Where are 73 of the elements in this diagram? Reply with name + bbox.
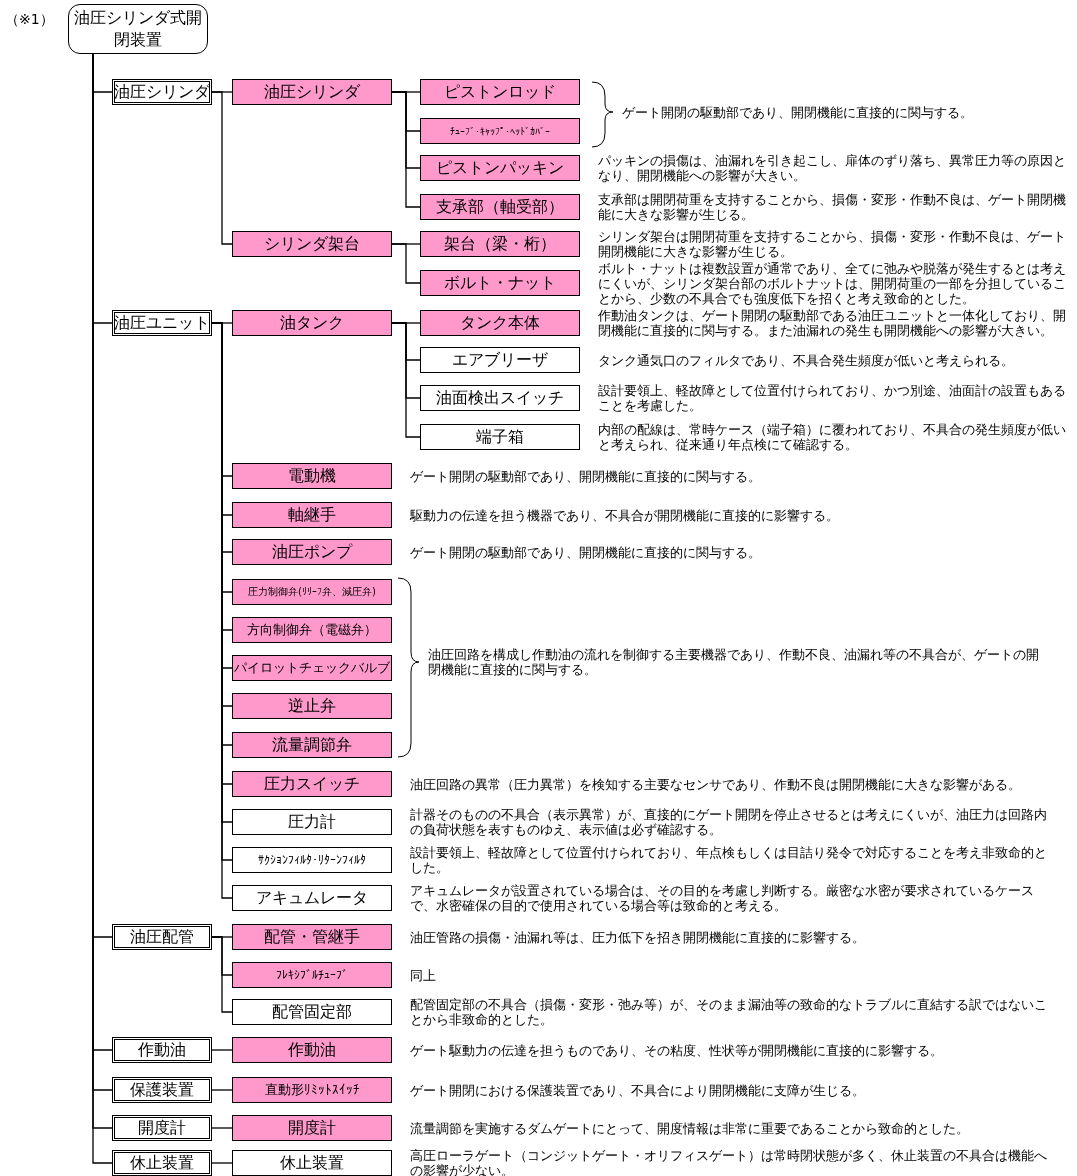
description-text: 油圧回路の異常（圧力異常）を検知する主要なセンサであり、作動不良は開閉機能に大きな影響がある。 [410, 776, 1022, 792]
category-box: 保護装置 [112, 1077, 212, 1103]
description-text: タンク通気口のフィルタであり、不具合発生頻度が低いと考えられる。 [598, 352, 1015, 368]
component-box: 圧力制御弁(ﾘﾘｰﾌ弁、減圧弁) [232, 579, 392, 605]
description-text: 内部の配線は、常時ケース（端子箱）に覆われており、不具合の発生頻度が低いと考えられ、従来通り年点検にて確認する。 [598, 422, 1067, 452]
description-text: 同上 [410, 967, 437, 983]
component-box: エアブリーザ [420, 347, 580, 373]
description-text: ゲート開閉の駆動部であり、開閉機能に直接的に関与する。 [410, 468, 762, 484]
connector-line [211, 936, 233, 1013]
description-text: ゲート開閉の駆動部であり、開閉機能に直接的に関与する。 [622, 104, 974, 120]
component-box: ﾁｭｰﾌﾞ･ｷｬｯﾌﾟ･ﾍｯﾄﾞｶﾊﾞｰ [420, 118, 580, 144]
category-box: 作動油 [112, 1037, 212, 1063]
component-box: ピストンパッキン [420, 155, 580, 181]
component-box: 油タンク [232, 310, 392, 336]
description-text: ゲート開閉の駆動部であり、開閉機能に直接的に関与する。 [410, 544, 762, 560]
description-text: 油圧管路の損傷・油漏れ等は、圧力低下を招き開閉機能に直接的に影響する。 [410, 929, 866, 945]
component-box: 休止装置 [232, 1150, 392, 1176]
description-text: 設計要領上、軽故障として位置付けられており、年点検もしくは目詰り発令で対応することを考え非致命的とした。 [410, 845, 1048, 875]
description-text: アキュムレータが設置されている場合は、その目的を考慮し判断する。厳密な水密が要求されているケースで、水密確保の目的で使用されている場合等は致命的と考える。 [410, 883, 1035, 913]
connector-line [211, 91, 233, 245]
component-box: 作動油 [232, 1037, 392, 1063]
root-box: 油圧シリンダ式開閉装置 [68, 4, 208, 54]
description-text: 作動油タンクは、ゲート開閉の駆動部である油圧ユニットと一体化しており、開閉機能に直接的に関与する。また油漏れの発生も開閉機能への影響が大きい。 [598, 308, 1067, 338]
component-box: 電動機 [232, 463, 392, 489]
category-box: 油圧シリンダ [112, 79, 212, 105]
component-box: 方向制御弁（電磁弁） [232, 617, 392, 643]
description-text: 配管固定部の不具合（損傷・変形・弛み等）が、そのまま漏油等の致命的なトラブルに直結する訳ではないことから非致命的とした。 [410, 997, 1048, 1027]
connector-line [211, 1049, 233, 1051]
connector-line [391, 322, 421, 438]
component-box: 開度計 [232, 1115, 392, 1141]
component-box: アキュムレータ [232, 885, 392, 911]
note-mark: （※1） [5, 10, 54, 28]
description-text: ゲート駆動力の伝達を担うものであり、その粘度、性状等が開閉機能に直接的に影響する。 [410, 1042, 944, 1058]
component-box: 軸継手 [232, 502, 392, 528]
component-box: シリンダ架台 [232, 231, 392, 257]
component-box: 圧力スイッチ [232, 771, 392, 797]
category-box: 油圧配管 [112, 924, 212, 950]
description-text: 設計要領上、軽故障として位置付けられており、かつ別途、油面計の設置もあることを考慮した。 [598, 383, 1067, 413]
component-box: 端子箱 [420, 424, 580, 450]
component-box: 直動形ﾘﾐｯﾄｽｲｯﾁ [232, 1077, 392, 1103]
description-text: 流量調節を実施するダムゲートにとって、開度情報は非常に重要であることから致命的とした。 [410, 1120, 970, 1136]
component-box: 油圧ポンプ [232, 539, 392, 565]
component-box: 逆止弁 [232, 693, 392, 719]
description-text: 油圧回路を構成し作動油の流れを制御する主要機器であり、作動不良、油漏れ等の不具合が、ゲートの開閉機能に直接的に関与する。 [428, 647, 1040, 677]
connector-line [211, 1162, 233, 1164]
component-box: 油面検出スイッチ [420, 385, 580, 411]
category-box: 油圧ユニット [112, 310, 212, 336]
component-box: 圧力計 [232, 809, 392, 835]
description-text: シリンダ架台は開閉荷重を支持することから、損傷・変形・作動不良は、ゲート開閉機能に大きな影響が生じる。 [598, 229, 1067, 259]
component-box: 架台（梁・桁） [420, 231, 580, 257]
category-box: 開度計 [112, 1115, 212, 1141]
component-box: 流量調節弁 [232, 732, 392, 758]
connector-line [211, 1127, 233, 1129]
component-box: パイロットチェックバルブ [232, 655, 392, 681]
connector-line [211, 1089, 233, 1091]
component-box: タンク本体 [420, 310, 580, 336]
description-text: 駆動力の伝達を担う機器であり、不具合が開閉機能に直接的に影響する。 [410, 507, 840, 523]
component-box: 支承部（軸受部） [420, 194, 580, 220]
category-box: 休止装置 [112, 1150, 212, 1176]
component-box: 油圧シリンダ [232, 79, 392, 105]
description-text: 支承部は開閉荷重を支持することから、損傷・変形・作動不良は、ゲート開閉機能に大きな影響が生じる。 [598, 192, 1067, 222]
component-box: 配管・管継手 [232, 924, 392, 950]
connector-line [391, 91, 421, 208]
connector-line [391, 243, 421, 284]
component-box: ｻｸｼｮﾝﾌｨﾙﾀ･ﾘﾀｰﾝﾌｨﾙﾀ [232, 847, 392, 873]
component-box: ボルト・ナット [420, 270, 580, 296]
component-box: ﾌﾚｷｼﾌﾞﾙﾁｭｰﾌﾞ [232, 962, 392, 988]
description-text: ゲート開閉における保護装置であり、不具合により開閉機能に支障が生じる。 [410, 1082, 866, 1098]
description-text: 計器そのものの不具合（表示異常）が、直接的にゲート開閉を停止させるとは考えにくいが、油圧力は回路内の負荷状態を表すものゆえ、表示値は必ず確認する。 [410, 807, 1048, 837]
component-box: ピストンロッド [420, 79, 580, 105]
description-text: ボルト・ナットは複数設置が通常であり、全てに弛みや脱落が発生するとは考えにくいが、シリンダ架台部のボルトナットは、開閉荷重の一部を分担していることから、少数の不具合でも強度低下を招くと考え致命的とした。 [598, 260, 1067, 306]
description-text: パッキンの損傷は、油漏れを引き起こし、扉体のずり落ち、異常圧力等の原因となり、開閉機能への影響が大きい。 [598, 153, 1067, 183]
component-box: 配管固定部 [232, 999, 392, 1025]
